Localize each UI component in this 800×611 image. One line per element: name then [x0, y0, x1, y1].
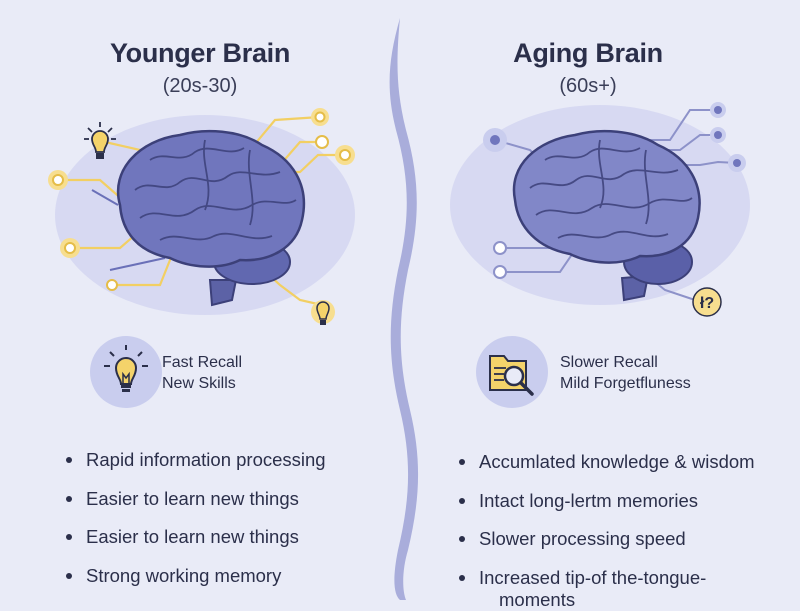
aging-brain-panel: Aging Brain (60s+) — [400, 0, 800, 610]
badge-line: New Skills — [162, 375, 236, 392]
younger-brain-panel: Younger Brain (20s-30) — [0, 0, 400, 600]
badge-line: Fast Recall — [162, 354, 243, 371]
lightbulb-icon — [84, 122, 116, 159]
lightbulb-icon — [311, 300, 335, 325]
younger-brain-traits: Rapid information processing Easier to l… — [66, 449, 326, 603]
list-item-continuation: moments — [499, 588, 576, 610]
badge-line: Slower Recall — [560, 354, 658, 371]
list-item: Rapid information processing — [66, 449, 326, 488]
list-item: Accumlated knowledge & wisdom — [459, 451, 755, 490]
aging-brain-traits: Accumlated knowledge & wisdom Intact lon… — [459, 451, 755, 610]
list-item: Slower processing speed — [459, 528, 755, 567]
circuit-lines-violet — [91, 189, 166, 271]
lightbulb-icon — [104, 345, 148, 392]
younger-brain-title: Younger Brain — [109, 38, 291, 68]
folder-search-icon — [489, 355, 534, 396]
aging-brain-age-range: (60s+) — [559, 75, 617, 97]
list-item: Strong working memory — [66, 565, 326, 604]
question-mark-glyph: ł? — [700, 295, 714, 312]
badge-line: Mild Forgetfluness — [560, 375, 691, 392]
list-item: Easier to learn new things — [66, 488, 326, 527]
younger-brain-illustration — [48, 108, 355, 325]
slower-recall-label: Slower Recall Mild Forgetfluness — [560, 352, 691, 394]
younger-brain-age-range: (20s-30) — [162, 75, 238, 97]
list-item: Intact long-lertm memories — [459, 490, 755, 529]
wavy-divider — [389, 18, 419, 600]
aging-brain-title: Aging Brain — [513, 38, 663, 68]
question-mark-icon: ł? — [692, 287, 722, 317]
list-item: Increased tip-of the-tongue- — [459, 567, 755, 589]
list-item: Easier to learn new things — [66, 526, 326, 565]
brain-shape — [512, 129, 701, 302]
brain-shape — [116, 129, 306, 307]
fast-recall-badge — [90, 336, 162, 408]
aging-brain-illustration: ł? — [450, 102, 750, 317]
fast-recall-label: Fast Recall New Skills — [162, 352, 242, 394]
slower-recall-badge — [476, 336, 548, 408]
